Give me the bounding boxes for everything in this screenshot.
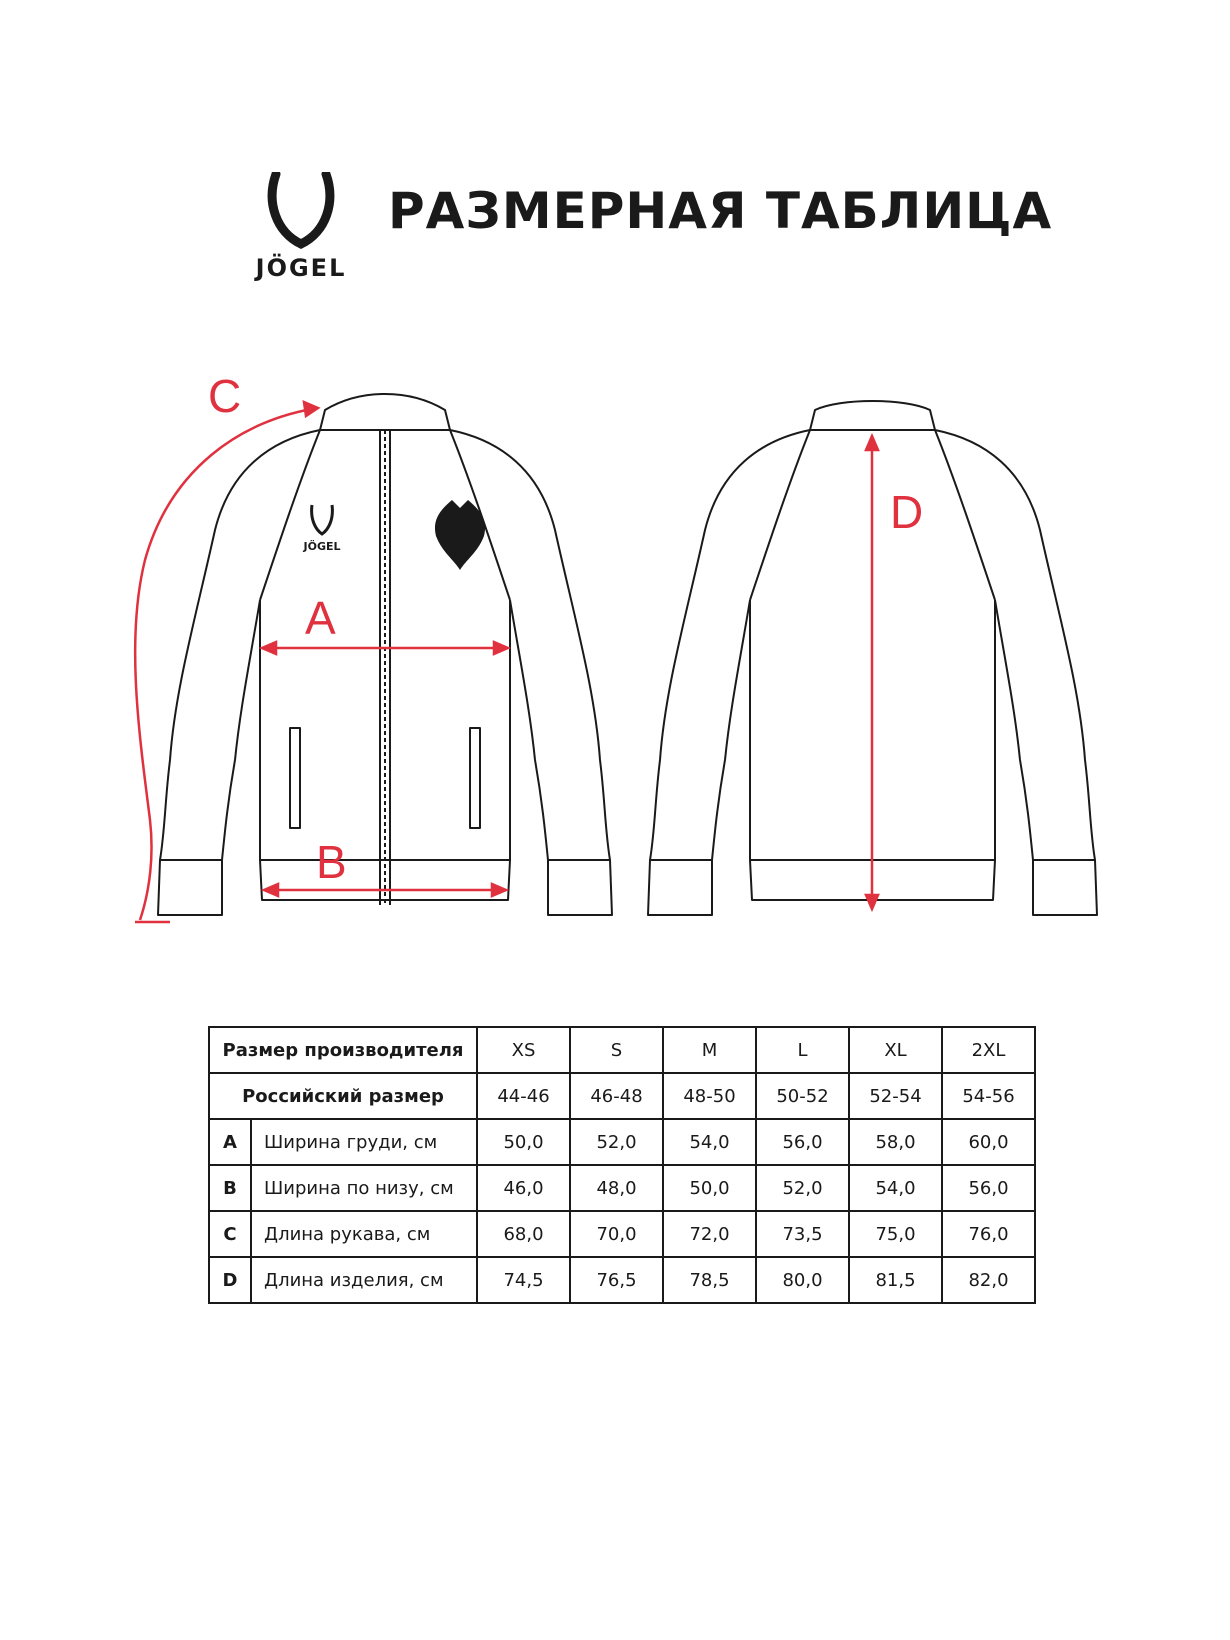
dimension-a-label: A (305, 592, 336, 644)
dimension-b-arrow-left (260, 882, 280, 898)
page-title: РАЗМЕРНАЯ ТАБЛИЦА (388, 182, 1053, 240)
table-row: A Ширина груди, см 50,0 52,0 54,0 56,0 5… (208, 1118, 1037, 1166)
dimension-d-arrow-top (864, 432, 880, 452)
chest-brand-logo: JÖGEL (303, 504, 341, 553)
row-label: Длина рукава, см (249, 1210, 479, 1258)
size-cell: 52-54 (848, 1072, 944, 1120)
table-row: D Длина изделия, см 74,5 76,5 78,5 80,0 … (208, 1256, 1037, 1304)
value-cell: 50,0 (476, 1118, 572, 1166)
value-cell: 80,0 (755, 1256, 851, 1304)
dimension-a-arrow-left (258, 640, 278, 656)
size-cell: M (662, 1026, 758, 1074)
value-cell: 46,0 (476, 1164, 572, 1212)
jacket-drawing: JÖGEL C A B D (133, 370, 1098, 924)
size-cell: XS (476, 1026, 572, 1074)
value-cell: 54,0 (662, 1118, 758, 1166)
brand-mark-icon (267, 169, 335, 249)
dimension-c-line (133, 406, 319, 921)
dimension-d-arrow-bottom (864, 893, 880, 913)
manufacturer-size-label: Размер производителя (207, 1026, 479, 1074)
table-row-russian: Российский размер 44-46 46-48 48-50 50-5… (207, 1072, 1037, 1120)
russian-size-label: Российский размер (207, 1072, 479, 1120)
size-cell: XL (848, 1026, 944, 1074)
value-cell: 48,0 (569, 1164, 665, 1212)
coat-of-arms-icon (434, 500, 486, 570)
value-cell: 68,0 (476, 1210, 572, 1258)
brand-wordmark: JÖGEL (255, 254, 347, 282)
chest-brand-text: JÖGEL (303, 539, 341, 553)
size-cell: 50-52 (755, 1072, 851, 1120)
value-cell: 74,5 (476, 1256, 572, 1304)
value-cell: 75,0 (848, 1210, 944, 1258)
value-cell: 72,0 (662, 1210, 758, 1258)
size-cell: 48-50 (662, 1072, 758, 1120)
size-cell: L (755, 1026, 851, 1074)
row-letter: C (208, 1210, 252, 1258)
size-cell: 46-48 (569, 1072, 665, 1120)
size-cell: 54-56 (941, 1072, 1037, 1120)
row-letter: D (208, 1256, 252, 1304)
table-row: B Ширина по низу, см 46,0 48,0 50,0 52,0… (208, 1164, 1037, 1212)
value-cell: 82,0 (941, 1256, 1037, 1304)
row-letter: A (208, 1118, 252, 1166)
dimension-c-arrow-top (302, 399, 321, 419)
table-row: C Длина рукава, см 68,0 70,0 72,0 73,5 7… (208, 1210, 1037, 1258)
value-cell: 73,5 (755, 1210, 851, 1258)
value-cell: 58,0 (848, 1118, 944, 1166)
row-label: Ширина по низу, см (249, 1164, 479, 1212)
dimension-a-arrow-right (492, 640, 512, 656)
value-cell: 52,0 (569, 1118, 665, 1166)
row-label: Ширина груди, см (249, 1118, 479, 1166)
jacket-diagram: JÖGEL C A B D (0, 360, 1230, 960)
value-cell: 60,0 (941, 1118, 1037, 1166)
value-cell: 56,0 (941, 1164, 1037, 1212)
row-label: Длина изделия, см (249, 1256, 479, 1304)
dimension-b-arrow-right (490, 882, 510, 898)
value-cell: 81,5 (848, 1256, 944, 1304)
value-cell: 52,0 (755, 1164, 851, 1212)
size-cell: 44-46 (476, 1072, 572, 1120)
value-cell: 76,0 (941, 1210, 1037, 1258)
header: JÖGEL РАЗМЕРНАЯ ТАБЛИЦА (0, 0, 1230, 320)
value-cell: 54,0 (848, 1164, 944, 1212)
dimension-b-label: B (316, 836, 347, 888)
table-row-manufacturer: Размер производителя XS S M L XL 2XL (207, 1026, 1037, 1074)
value-cell: 78,5 (662, 1256, 758, 1304)
value-cell: 76,5 (569, 1256, 665, 1304)
value-cell: 56,0 (755, 1118, 851, 1166)
brand-logo: JÖGEL (236, 169, 366, 288)
dimension-d-label: D (890, 486, 923, 538)
size-cell: 2XL (941, 1026, 1037, 1074)
size-cell: S (569, 1026, 665, 1074)
dimension-c-label: C (208, 370, 241, 422)
value-cell: 70,0 (569, 1210, 665, 1258)
size-table: Размер производителя XS S M L XL 2XL Рос… (207, 1026, 1037, 1304)
front-jacket (157, 393, 613, 916)
value-cell: 50,0 (662, 1164, 758, 1212)
row-letter: B (208, 1164, 252, 1212)
